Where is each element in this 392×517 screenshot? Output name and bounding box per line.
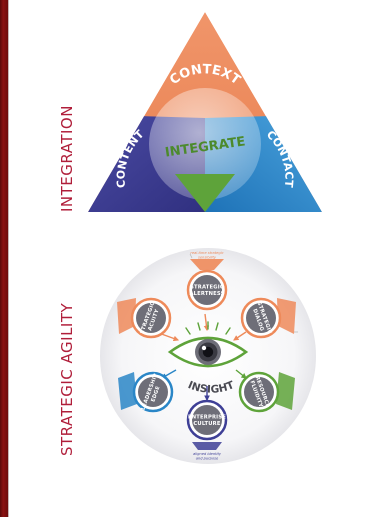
svg-text:aligned identity: aligned identity <box>193 452 222 456</box>
strategic-agility-diagram: INSIGHT real-time strategic sensibility … <box>100 248 316 464</box>
svg-text:EDGE: EDGE <box>150 385 161 403</box>
svg-text:real-time strategic: real-time strategic <box>190 251 223 255</box>
note-tick-marks <box>189 253 298 333</box>
svg-text:and purpose: and purpose <box>196 457 219 461</box>
svg-text:CULTURE: CULTURE <box>193 421 220 427</box>
svg-text:sensibility: sensibility <box>198 256 217 260</box>
node-strategic-dialog: STRATEGIC DIALOG <box>240 297 296 339</box>
integrate-circle <box>149 88 261 200</box>
strategic-agility-section-label: STRATEGIC AGILITY <box>58 302 76 456</box>
node-strategic-alertness: real-time strategic sensibility STRATEGI… <box>186 251 228 311</box>
node-resource-fluidity: RESOURCE FLUIDITY <box>238 371 295 413</box>
integration-triangle-diagram: CONTEXT CONTENT CONTACT INTEGRATE <box>88 12 322 212</box>
insight-label: INSIGHT <box>186 379 237 396</box>
arrow-resource <box>235 369 247 379</box>
node-leadership-edge: LEADERSHIP EDGE <box>118 371 174 413</box>
arrow-dialog <box>233 331 247 341</box>
integration-section-label: INTEGRATION <box>58 105 76 212</box>
svg-text:STRATEGIC: STRATEGIC <box>190 285 224 291</box>
left-border-strip <box>0 0 9 517</box>
node-enterprise-culture: ENTERPRISE CULTURE aligned identity and … <box>186 399 228 461</box>
node-strategic-acuity: STRATEGIC ACUITY <box>117 297 172 339</box>
svg-text:ENTERPRISE: ENTERPRISE <box>188 415 226 421</box>
arrow-alertness <box>203 313 210 332</box>
insight-eye-icon <box>167 321 249 368</box>
integrate-green-wedge <box>175 174 235 212</box>
svg-text:ALERTNESS: ALERTNESS <box>189 291 224 297</box>
